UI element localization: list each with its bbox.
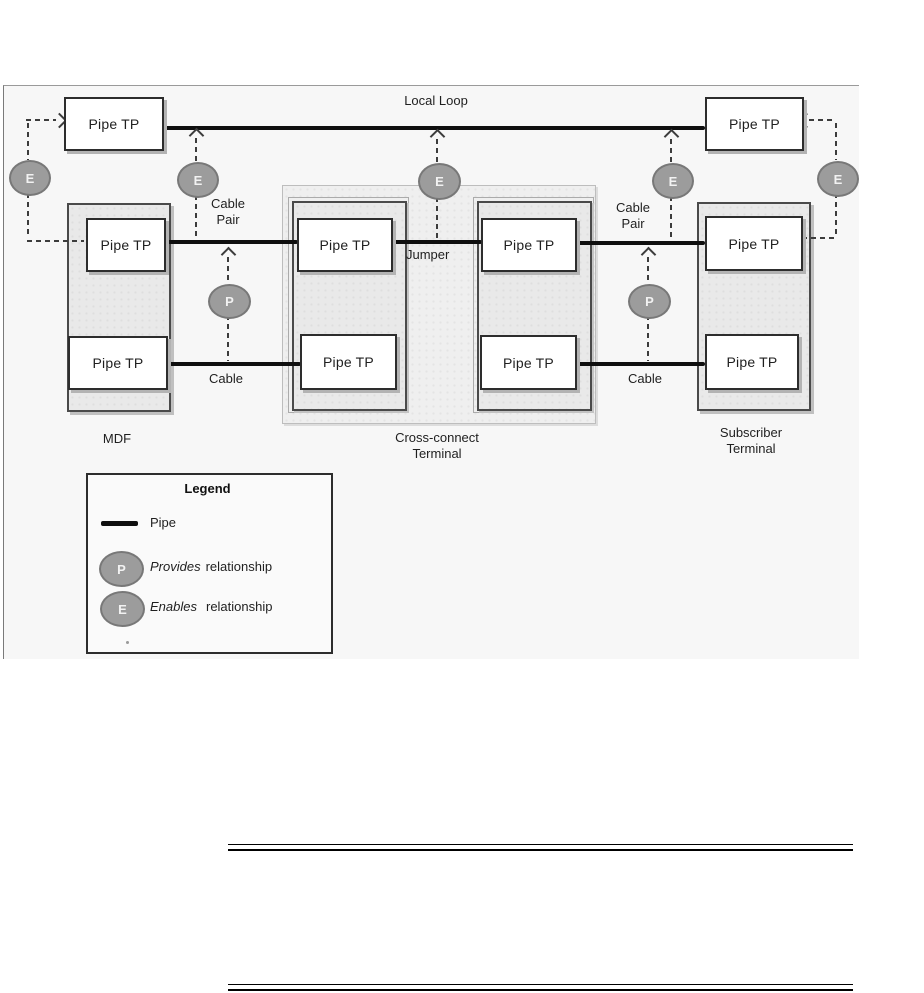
provides-ellipse-right: P: [628, 284, 671, 319]
table-rule-top-thin: [228, 844, 853, 845]
enables-dash-left-to-mdf: [27, 240, 84, 242]
enables-dash-left-upper: [27, 123, 29, 160]
pipe-tp-label: Pipe TP: [88, 116, 140, 132]
pipe-tp-label: Pipe TP: [319, 237, 371, 253]
subscriber-terminal-label: Subscriber Terminal: [703, 425, 799, 457]
cable-pipe-left: [163, 362, 301, 366]
pipe-tp-label: Pipe TP: [728, 235, 780, 252]
local-loop-pipe-line: [159, 126, 705, 130]
provides-dash-left-upper: [227, 257, 229, 284]
enables-letter: E: [25, 170, 35, 186]
pipe-tp-node-crossconnect-right-lower: Pipe TP: [480, 335, 577, 390]
pipe-tp-node-top-left: Pipe TP: [64, 97, 164, 151]
provides-suffix: relationship: [205, 559, 273, 574]
cable-pair-line1: Cable: [211, 196, 245, 211]
cross-connect-inner-left-outline: [288, 197, 409, 413]
cross-connect-terminal-label: Cross-connect Terminal: [374, 430, 500, 462]
jumper-pipe: [389, 240, 482, 244]
enables-letter: E: [193, 172, 203, 188]
enables-dash-subscriber-lower: [670, 196, 672, 240]
cable-label-left: Cable: [209, 371, 243, 386]
pipe-tp-node-crossconnect-left-lower: Pipe TP: [300, 334, 397, 390]
provides-ellipse-left: P: [208, 284, 251, 319]
enables-suffix: relationship: [205, 599, 273, 614]
cable-pair-label-right: Cable Pair: [602, 200, 664, 232]
enables-dash-center-upper: [436, 139, 438, 163]
enables-dash-top-right-horizontal: [809, 119, 836, 121]
enables-letter: E: [435, 174, 444, 189]
enables-dash-subscriber-upper: [670, 139, 672, 163]
enables-dash-top-left-horizontal: [26, 119, 56, 121]
enables-dash-right-upper: [835, 123, 837, 160]
enables-dash-mdf-upper: [195, 138, 197, 163]
pipe-tp-label: Pipe TP: [323, 354, 374, 370]
enables-ellipse-far-left: E: [9, 160, 51, 196]
jumper-label: Jumper: [406, 247, 450, 262]
scan-speck: [126, 641, 129, 644]
provides-letter: P: [225, 294, 234, 309]
legend-provides-ellipse: P: [99, 551, 144, 587]
provides-letter: P: [117, 561, 126, 577]
pipe-tp-node-subscriber-upper: Pipe TP: [705, 216, 803, 271]
cross-connect-inner-right-outline: [473, 197, 594, 413]
legend-provides-text: Provides relationship: [150, 559, 272, 574]
enables-letter: E: [833, 171, 843, 187]
enables-dash-mdf-lower: [195, 195, 197, 240]
provides-dash-right-upper: [647, 257, 649, 284]
pipe-tp-label: Pipe TP: [503, 237, 555, 253]
provides-letter: P: [645, 294, 654, 309]
enables-term: Enables: [150, 599, 197, 614]
enables-dash-right-to-subscriber: [802, 237, 836, 239]
legend-enables-ellipse: E: [100, 591, 145, 627]
legend-pipe-label: Pipe: [150, 515, 177, 530]
provides-term: Provides: [150, 559, 201, 574]
enables-ellipse-center: E: [418, 163, 461, 200]
pipe-tp-node-top-right: Pipe TP: [705, 97, 804, 151]
provides-dash-left-lower: [227, 315, 229, 361]
cable-pair-line2: Pair: [621, 216, 645, 231]
pipe-tp-node-subscriber-lower: Pipe TP: [705, 334, 799, 390]
enables-dash-left-lower: [27, 193, 29, 238]
cable-pair-pipe-right: [573, 241, 705, 245]
table-rule-top-thick: [228, 849, 853, 851]
pipe-tp-label: Pipe TP: [726, 354, 778, 370]
cable-pair-label-left: Cable Pair: [197, 196, 259, 228]
provides-dash-right-lower: [647, 315, 649, 361]
cable-pipe-right: [573, 362, 705, 366]
table-rule-bottom-thin: [228, 984, 853, 985]
pipe-tp-node-crossconnect-left-upper: Pipe TP: [297, 218, 393, 272]
pipe-tp-node-mdf-upper: Pipe TP: [86, 218, 166, 272]
pipe-tp-label: Pipe TP: [503, 354, 554, 371]
pipe-tp-label: Pipe TP: [100, 237, 152, 253]
enables-ellipse-mdf: E: [177, 162, 219, 198]
subscriber-line2: Terminal: [726, 441, 776, 456]
subscriber-line1: Subscriber: [719, 425, 783, 440]
pipe-tp-node-mdf-lower: Pipe TP: [68, 336, 168, 390]
legend-enables-text: Enables relationship: [150, 599, 272, 614]
cable-pair-line1: Cable: [616, 200, 650, 215]
enables-dash-right-lower: [835, 193, 837, 237]
enables-ellipse-subscriber: E: [652, 163, 694, 199]
cross-connect-line1: Cross-connect: [395, 430, 479, 445]
cable-pair-line2: Pair: [216, 212, 240, 227]
enables-dash-center-lower: [436, 197, 438, 240]
enables-letter: E: [118, 601, 127, 617]
cross-connect-line2: Terminal: [412, 446, 462, 461]
cable-label-right: Cable: [628, 371, 662, 386]
enables-ellipse-far-right: E: [817, 161, 859, 197]
local-loop-label: Local Loop: [404, 93, 468, 108]
enables-letter: E: [668, 173, 678, 189]
table-rule-bottom-thick: [228, 989, 853, 991]
pipe-tp-node-crossconnect-right-upper: Pipe TP: [481, 218, 577, 272]
cable-pair-pipe-left: [161, 240, 298, 244]
pipe-tp-label: Pipe TP: [92, 355, 144, 371]
pipe-tp-label: Pipe TP: [729, 116, 780, 132]
mdf-label: MDF: [102, 431, 132, 446]
legend-title: Legend: [184, 481, 231, 496]
legend-pipe-swatch: [101, 521, 138, 526]
